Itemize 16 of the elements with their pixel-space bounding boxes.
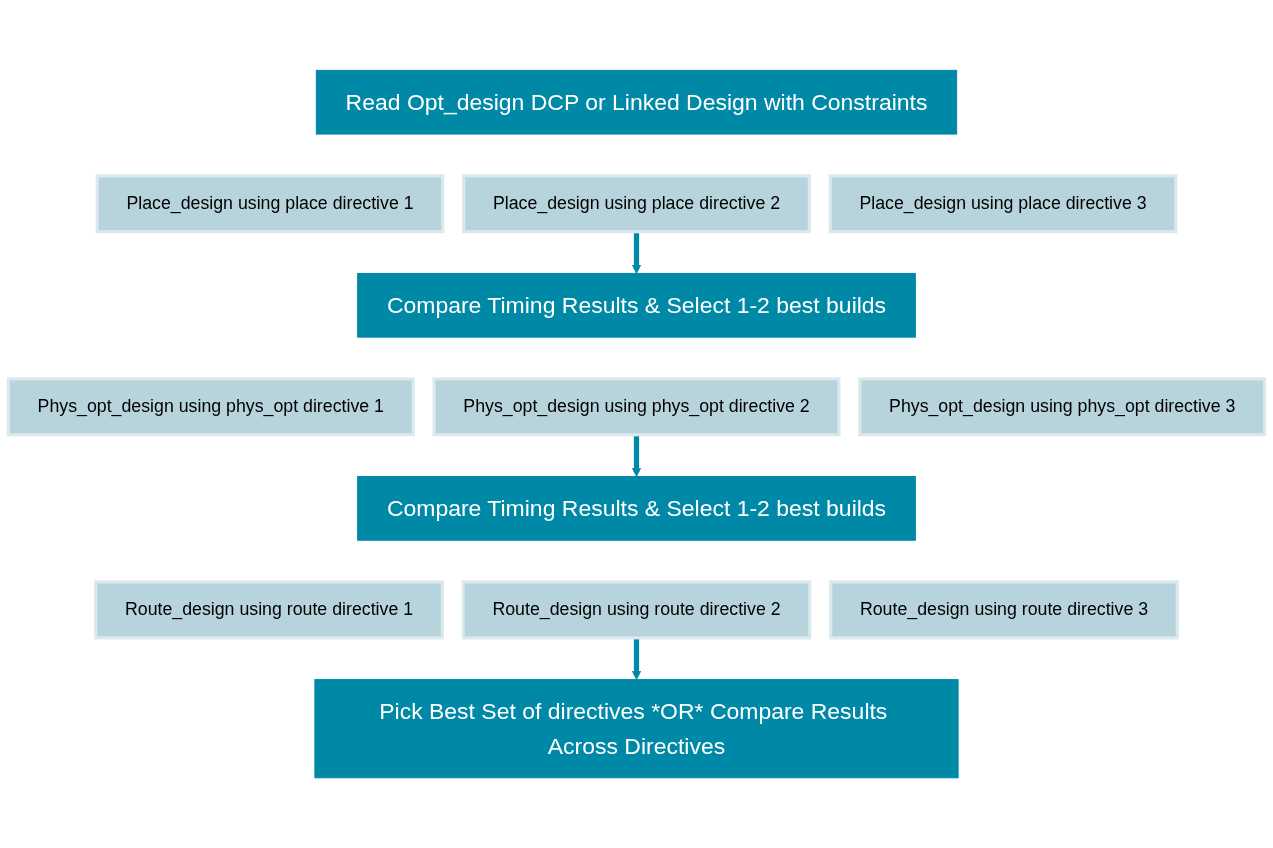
node-box: Compare Timing Results & Select 1-2 best builds [357,475,916,541]
node-box: Route_design using route directive 2 [461,580,812,640]
node-box: Phys_opt_design using phys_opt directive 2 [432,377,841,437]
node-box: Route_design using route directive 1 [94,580,444,640]
node-box: Compare Timing Results & Select 1-2 best builds [357,272,916,338]
node-box: Place_design using place directive 3 [828,174,1178,234]
node-box: Place_design using place directive 2 [462,174,811,234]
arrow [631,637,642,680]
arrow [631,231,642,274]
node-box: Phys_opt_design using phys_opt directive 3 [858,377,1267,437]
node-box: Route_design using route directive 3 [829,580,1179,640]
node-box: Phys_opt_design using phys_opt directive 1 [6,377,415,437]
node-box: Read Opt_design DCP or Linked Design with Constraints [315,69,958,135]
arrow [631,434,642,477]
node-box: Pick Best Set of directives *OR* Compare Results Across Directives [314,679,959,779]
node-box: Place_design using place directive 1 [95,174,445,234]
